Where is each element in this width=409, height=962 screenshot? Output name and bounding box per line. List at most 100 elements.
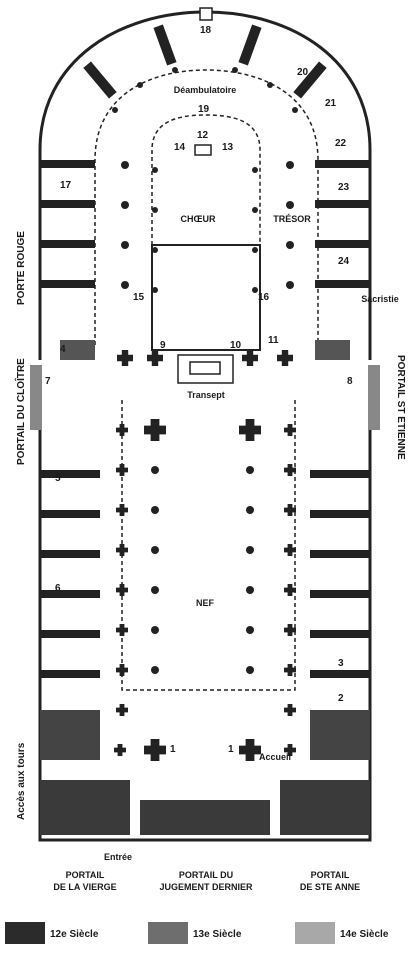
marker-21: 21 (325, 98, 337, 109)
marker-1a: 1 (170, 744, 176, 755)
portal-vierge-line2: DE LA VIERGE (53, 882, 116, 892)
label-tresor: TRÉSOR (273, 214, 311, 224)
pier (152, 247, 158, 253)
legend-swatch-12 (5, 922, 45, 944)
pier-cross (284, 464, 296, 476)
pier-cross (144, 419, 167, 441)
pier (252, 207, 258, 213)
pier-cross (284, 664, 296, 676)
pier-cross (116, 544, 128, 556)
portal-anne-line2: DE STE ANNE (300, 882, 360, 892)
marker-20: 20 (297, 67, 309, 78)
pier (286, 241, 294, 249)
label-nef: NEF (196, 598, 215, 608)
pier (172, 67, 178, 73)
marker-1b: 1 (228, 744, 234, 755)
pier-cross (284, 424, 296, 436)
choir-enclosure (151, 114, 261, 350)
pier (246, 586, 254, 594)
pier (246, 666, 254, 674)
pier (151, 626, 159, 634)
pier-cross (144, 739, 167, 761)
marker-12: 12 (197, 130, 209, 141)
marker-10: 10 (230, 340, 242, 351)
pier (286, 201, 294, 209)
portal-labels: PORTAIL DE LA VIERGE PORTAIL DU JUGEMENT… (53, 870, 360, 892)
marker-8: 8 (347, 376, 353, 387)
pier (121, 281, 129, 289)
outer-wall-lower (38, 430, 372, 820)
pier-cross (116, 424, 128, 436)
portal-anne-line1: PORTAIL (311, 870, 350, 880)
pier (246, 546, 254, 554)
label-porte-rouge: PORTE ROUGE (16, 231, 27, 305)
altar-12 (194, 144, 212, 156)
legend-swatch-14 (295, 922, 335, 944)
choir-box (151, 244, 261, 351)
pier-cross (147, 350, 163, 366)
legend-label-12: 12e Siècle (50, 929, 99, 940)
transept-altar (177, 354, 234, 384)
pier (246, 506, 254, 514)
label-choeur: CHŒUR (181, 214, 216, 224)
pier (267, 82, 273, 88)
legend-label-13: 13e Siècle (193, 929, 242, 940)
portal-vierge-line1: PORTAIL (66, 870, 105, 880)
pier (292, 107, 298, 113)
marker-9: 9 (160, 340, 166, 351)
legend: 12e Siècle 13e Siècle 14e Siècle (5, 922, 389, 944)
pier-cross (284, 504, 296, 516)
nave-left-aisle (121, 400, 296, 691)
pier (152, 207, 158, 213)
marker-14: 14 (174, 142, 186, 153)
buttresses (30, 7, 380, 835)
pier-cross (284, 744, 296, 756)
marker-4: 4 (60, 344, 66, 355)
marker-15: 15 (133, 292, 145, 303)
pier-cross (284, 544, 296, 556)
pier-cross (114, 744, 126, 756)
marker-2: 2 (338, 693, 344, 704)
pier (252, 167, 258, 173)
pier-cross (116, 584, 128, 596)
portal-jugement-line2: JUGEMENT DERNIER (159, 882, 253, 892)
label-sacristie: Sacristie (361, 294, 399, 304)
marker-19: 19 (198, 104, 210, 115)
pier-cross (116, 350, 133, 366)
pier-cross (284, 704, 296, 716)
side-labels: PORTE ROUGE PORTAIL DU CLOÎTRE PORTAIL S… (14, 231, 406, 820)
pier (286, 281, 294, 289)
pier (121, 161, 129, 169)
marker-17: 17 (60, 180, 72, 191)
marker-23: 23 (338, 182, 350, 193)
pier (121, 201, 129, 209)
label-acces-tours: Accès aux tours (16, 742, 27, 820)
piers (112, 67, 298, 761)
portal-jugement-line1: PORTAIL DU (179, 870, 233, 880)
inner-ambulatory-line (94, 69, 319, 345)
pier (286, 161, 294, 169)
label-accueil: Accueil (259, 752, 291, 762)
area-labels: Déambulatoire CHŒUR TRÉSOR Sacristie Tra… (104, 85, 399, 862)
pier-cross (116, 664, 128, 676)
marker-16: 16 (258, 292, 270, 303)
pier-cross (284, 624, 296, 636)
pier (151, 466, 159, 474)
pier-cross (238, 739, 261, 761)
label-transept: Transept (187, 390, 225, 400)
pier-cross (238, 419, 261, 441)
numbered-markers: 1 1 2 3 4 5 6 7 8 9 10 11 12 13 14 15 16… (45, 25, 353, 755)
pier (252, 247, 258, 253)
label-portail-etienne: PORTAIL ST ETIENNE (395, 355, 406, 460)
pier (151, 546, 159, 554)
legend-swatch-13 (148, 922, 188, 944)
pier (252, 287, 258, 293)
pier-cross (116, 704, 128, 716)
label-portail-cloitre: PORTAIL DU CLOÎTRE (14, 358, 27, 465)
pier (151, 586, 159, 594)
marker-7: 7 (45, 376, 51, 387)
legend-label-14: 14e Siècle (340, 929, 389, 940)
marker-5: 5 (55, 473, 61, 484)
pier (152, 167, 158, 173)
